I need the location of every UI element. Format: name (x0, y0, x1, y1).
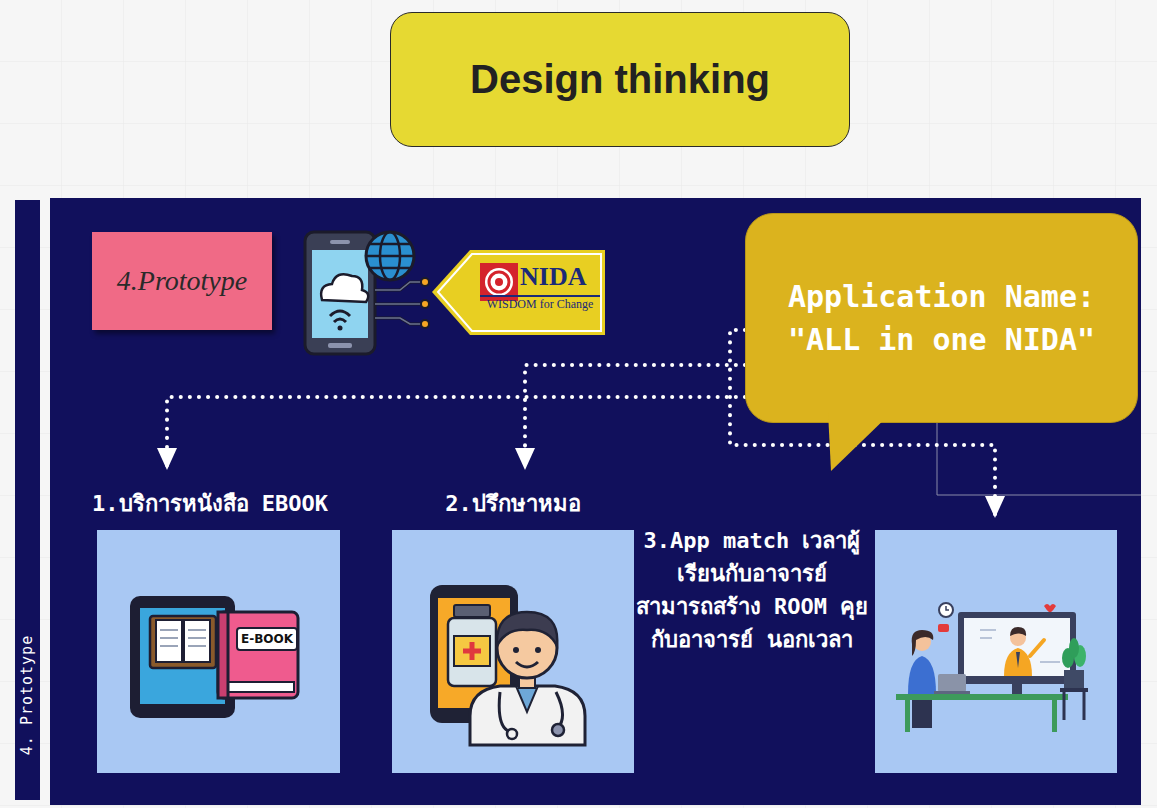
logo-tag: NIDA WISDOM for Change (432, 250, 605, 335)
guide-line (937, 415, 1141, 495)
item-heading: 1.บริการหนังสือ EBOOK (70, 490, 350, 518)
item-heading: 2.ปรึกษาหมอ (392, 490, 634, 518)
node-text: 4.Prototype (117, 265, 247, 297)
logo-name: NIDA (520, 250, 605, 292)
picture-box (392, 530, 634, 773)
band-label: 4. Prototype (19, 635, 37, 755)
callout-tail-part (828, 412, 892, 471)
phone-cloud-icon (305, 232, 429, 354)
callout-text: Application Name: "ALL in one NIDA" (772, 275, 1112, 361)
nida-logo-art-part (495, 278, 503, 286)
feature-item: 1.บริการหนังสือ EBOOK (70, 470, 350, 775)
panel (50, 198, 1141, 805)
video-class-illustration (896, 603, 1088, 732)
picture-box (875, 530, 1117, 773)
speech-callout: Application Name: "ALL in one NIDA" (745, 213, 1138, 423)
logo-slogan: WISDOM for Change (480, 295, 600, 312)
feature-item: 3.App match เวลาผู้เรียนกับอาจารย์ สามาร… (632, 518, 1117, 775)
item-heading: 3.App match เวลาผู้เรียนกับอาจารย์ สามาร… (632, 524, 872, 656)
diagram-title: Design thinking (390, 12, 850, 147)
sticky-note: 4.Prototype (92, 232, 272, 330)
nida-logo-art-part (485, 268, 513, 296)
doctor-illustration (430, 585, 585, 745)
nida-logo-art-part (489, 272, 509, 292)
side-band: 4. Prototype (15, 200, 40, 800)
picture-box (97, 530, 340, 773)
icon-label: E-BOOK (236, 627, 298, 651)
nida-logo-art-part (432, 250, 605, 335)
dotted-arrow (167, 397, 745, 470)
blue-boxes (97, 530, 1117, 773)
dotted-arrow (525, 365, 745, 470)
feature-item: 2.ปรึกษาหมอ (392, 470, 634, 775)
callout-tail (746, 214, 1131, 416)
ebook-illustration (130, 596, 298, 718)
